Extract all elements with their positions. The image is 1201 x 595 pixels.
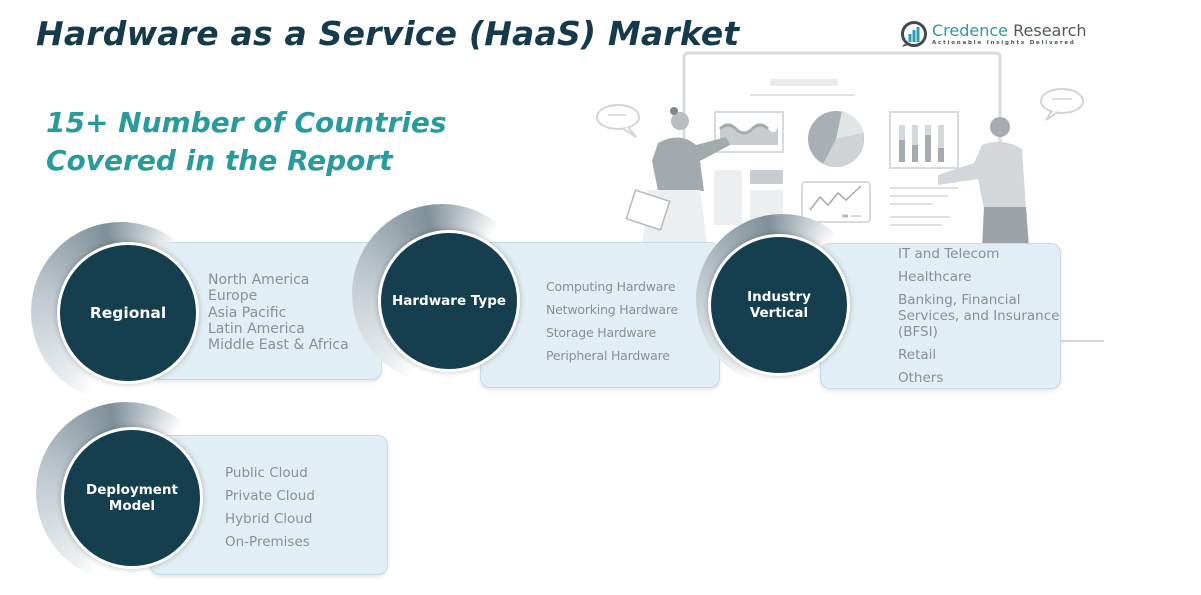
list-item: Europe	[208, 288, 258, 305]
countries-covered-heading: 15+ Number of Countries Covered in the R…	[46, 104, 447, 180]
list-item: Asia Pacific	[208, 304, 287, 321]
regional-circle: Regional	[57, 242, 199, 384]
regional-items: North America Europe Asia Pacific Latin …	[208, 272, 349, 353]
deployment-model-items: Public Cloud Private Cloud Hybrid Cloud …	[225, 462, 315, 554]
bar-chart-graphic	[889, 111, 959, 226]
list-item: Middle East & Africa	[208, 337, 349, 354]
pie-chart-graphic	[808, 111, 864, 168]
logo-name-research: Research	[1008, 21, 1087, 40]
list-item: Hybrid Cloud	[225, 511, 313, 527]
list-item: On-Premises	[225, 534, 310, 550]
logo-name-credence: Credence	[932, 21, 1009, 40]
regional-label: Regional	[89, 304, 167, 322]
list-item: Networking Hardware	[546, 302, 679, 317]
list-item: Banking, Financial	[898, 292, 1021, 308]
deployment-model-label-line-1: Deployment	[85, 482, 178, 498]
hardware-type-items: Computing Hardware Networking Hardware S…	[546, 275, 678, 367]
industry-vertical-items: IT and Telecom Healthcare Banking, Finan…	[898, 246, 1059, 386]
list-item: Storage Hardware	[546, 325, 657, 340]
industry-vertical-circle: Industry Vertical	[708, 234, 850, 376]
list-item: Retail	[898, 347, 937, 363]
list-item: (BFSI)	[898, 324, 938, 340]
subtitle-line-2: Covered in the Report	[46, 144, 393, 177]
page-title: Hardware as a Service (HaaS) Market	[36, 14, 740, 53]
logo-tagline: Actionable Insights Delivered	[932, 40, 1076, 46]
woman-presenter-figure	[625, 107, 730, 250]
speech-bubble-right-icon	[1040, 88, 1084, 121]
list-item: Others	[898, 370, 944, 386]
speech-bubble-left-icon	[596, 104, 640, 138]
deployment-model-circle: Deployment Model	[61, 427, 203, 569]
line-chart-graphic	[801, 181, 871, 223]
list-item: Public Cloud	[225, 465, 308, 481]
industry-vertical-label-line-2: Vertical	[749, 305, 809, 321]
hardware-type-circle: Hardware Type	[378, 230, 520, 372]
logo-name: Credence Research	[932, 22, 1087, 40]
deployment-model-label-line-2: Model	[108, 498, 156, 514]
list-item: North America	[208, 272, 310, 288]
industry-vertical-label-line-1: Industry	[747, 289, 811, 305]
list-item: Latin America	[208, 320, 305, 337]
list-item: Private Cloud	[225, 488, 315, 504]
credence-research-logo: Credence Research Actionable Insights De…	[900, 20, 1087, 48]
subtitle-line-1: 15+ Number of Countries	[46, 106, 447, 139]
list-item: IT and Telecom	[898, 246, 1000, 262]
list-item: Services, and Insurance	[898, 308, 1060, 324]
list-item: Healthcare	[898, 269, 972, 285]
hardware-type-label: Hardware Type	[391, 293, 507, 309]
bar-chart-circle-icon	[901, 21, 927, 47]
list-item: Computing Hardware	[546, 279, 676, 294]
list-item: Peripheral Hardware	[546, 348, 670, 363]
